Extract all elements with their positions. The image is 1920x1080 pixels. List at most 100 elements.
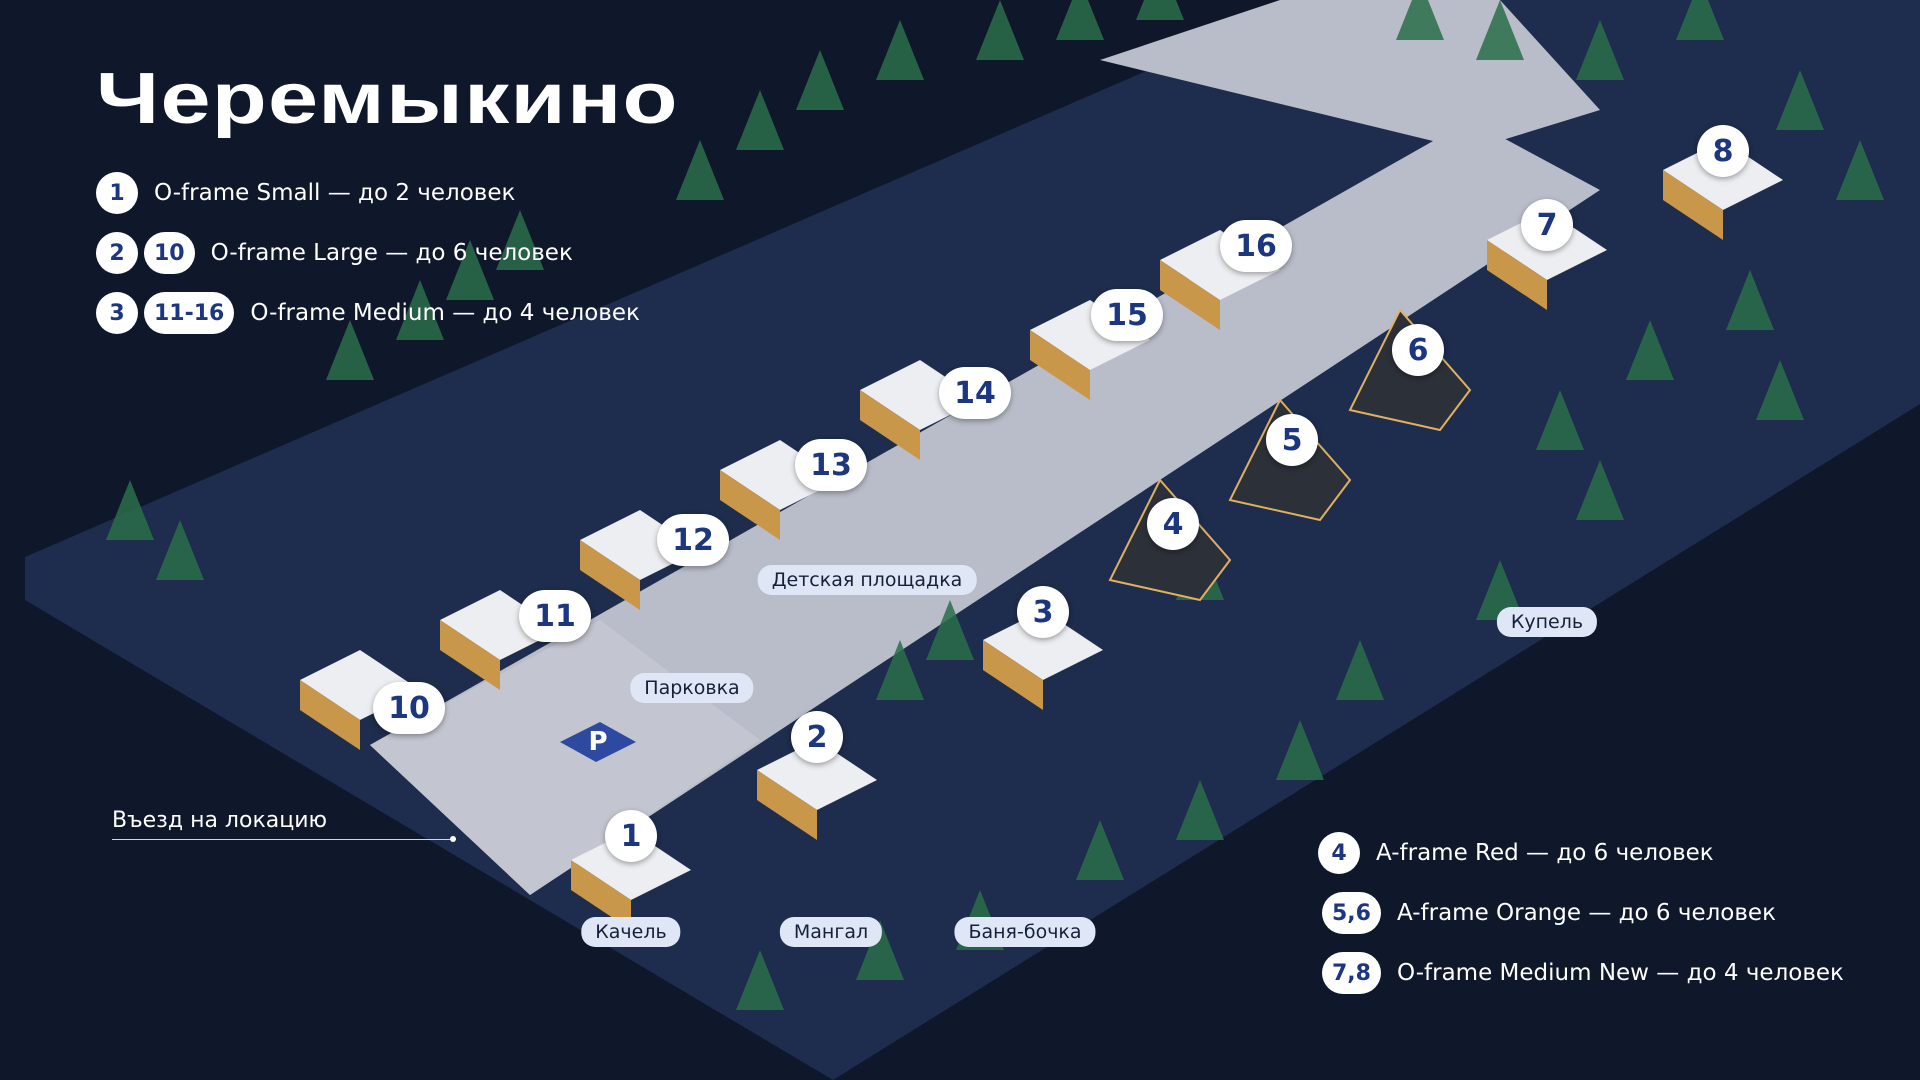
- tree-icon: [1056, 0, 1104, 40]
- house-marker-12[interactable]: 12: [657, 514, 729, 566]
- label-parking: Парковка: [630, 673, 754, 703]
- legend-badge: 5,6: [1322, 892, 1381, 934]
- house-marker-6[interactable]: 6: [1392, 324, 1444, 376]
- parking-sign: [560, 722, 636, 762]
- house-wall: [757, 770, 817, 840]
- legend-item: 4 A-frame Red — до 6 человек: [1318, 832, 1714, 874]
- legend-text: O-frame Large — до 6 человек: [210, 240, 573, 266]
- legend-badge: 2: [96, 232, 138, 274]
- house-marker-8[interactable]: 8: [1697, 125, 1749, 177]
- tree-icon: [326, 320, 374, 380]
- house-wall: [860, 390, 920, 460]
- tree-icon: [1576, 20, 1624, 80]
- house-marker-3[interactable]: 3: [1017, 586, 1069, 638]
- label-kupel: Купель: [1496, 607, 1598, 637]
- o-frame-house: [571, 830, 691, 900]
- tree-icon: [1576, 460, 1624, 520]
- tree-icon: [1626, 320, 1674, 380]
- house-marker-13[interactable]: 13: [795, 439, 867, 491]
- entry-label: Въезд на локацию: [112, 808, 328, 833]
- legend-badge: 10: [144, 232, 195, 274]
- legend-text: A-frame Orange — до 6 человек: [1396, 900, 1776, 926]
- o-frame-house: [983, 610, 1103, 680]
- top-plaza: [1100, 0, 1600, 150]
- tree-icon: [736, 90, 784, 150]
- legend-item: 5,6 A-frame Orange — до 6 человек: [1322, 892, 1776, 934]
- entry-line: [112, 839, 453, 840]
- label-playground: Детская площадка: [757, 565, 977, 595]
- legend-text: O-frame Small — до 2 человек: [154, 180, 516, 206]
- o-frame-house: [440, 590, 560, 660]
- tree-icon: [1676, 0, 1724, 40]
- house-marker-11[interactable]: 11: [519, 590, 591, 642]
- parking-icon: P: [588, 727, 607, 757]
- tree-icon: [976, 0, 1024, 60]
- house-marker-15[interactable]: 15: [1091, 289, 1163, 341]
- legend-item: 2 10 O-frame Large — до 6 человек: [96, 232, 573, 274]
- page-title: Черемыкино: [96, 59, 679, 139]
- house-wall: [440, 620, 500, 690]
- house-marker-1[interactable]: 1: [605, 810, 657, 862]
- house-wall: [1160, 260, 1220, 330]
- house-marker-10[interactable]: 10: [373, 682, 445, 734]
- legend-badge: 1: [96, 172, 138, 214]
- tree-icon: [106, 480, 154, 540]
- legend-item: 1 O-frame Small — до 2 человек: [96, 172, 515, 214]
- house-wall: [571, 860, 631, 930]
- house-marker-5[interactable]: 5: [1266, 414, 1318, 466]
- house-marker-2[interactable]: 2: [791, 711, 843, 763]
- legend-badge: 7,8: [1322, 952, 1381, 994]
- house-wall: [1663, 170, 1723, 240]
- tree-icon: [1836, 140, 1884, 200]
- legend-item: 3 11-16 O-frame Medium — до 4 человек: [96, 292, 640, 334]
- tree-icon: [876, 640, 924, 700]
- tree-icon: [796, 50, 844, 110]
- legend-badge: 11-16: [144, 292, 235, 334]
- tree-icon: [1076, 820, 1124, 880]
- o-frame-house: [1160, 230, 1280, 300]
- tree-icon: [1726, 270, 1774, 330]
- house-wall: [983, 640, 1043, 710]
- tree-icon: [446, 240, 494, 300]
- tree-icon: [156, 520, 204, 580]
- house-marker-16[interactable]: 16: [1220, 220, 1292, 272]
- tree-icon: [1396, 0, 1444, 40]
- house-wall: [720, 470, 780, 540]
- tree-icon: [676, 140, 724, 200]
- house-wall: [580, 540, 640, 610]
- tree-icon: [1776, 70, 1824, 130]
- house-marker-4[interactable]: 4: [1147, 498, 1199, 550]
- tree-icon: [736, 950, 784, 1010]
- o-frame-house: [1030, 300, 1150, 370]
- house-wall: [300, 680, 360, 750]
- legend-badge: 4: [1318, 832, 1360, 874]
- entry-point: [450, 836, 456, 842]
- label-banya: Баня-бочка: [954, 917, 1096, 947]
- tree-icon: [1476, 560, 1524, 620]
- tree-icon: [1336, 640, 1384, 700]
- label-grill: Мангал: [779, 917, 883, 947]
- tree-icon: [1536, 390, 1584, 450]
- o-frame-house: [720, 440, 840, 510]
- house-marker-7[interactable]: 7: [1521, 199, 1573, 251]
- house-wall: [1030, 330, 1090, 400]
- tree-icon: [396, 280, 444, 340]
- house-wall: [1487, 240, 1547, 310]
- tree-icon: [1136, 0, 1184, 20]
- legend-text: O-frame Medium — до 4 человек: [250, 300, 640, 326]
- tree-icon: [876, 20, 924, 80]
- tree-icon: [1476, 0, 1524, 60]
- tree-icon: [856, 920, 904, 980]
- tree-icon: [496, 210, 544, 270]
- legend-text: O-frame Medium New — до 4 человек: [1396, 960, 1844, 986]
- house-marker-14[interactable]: 14: [939, 367, 1011, 419]
- tree-icon: [1756, 360, 1804, 420]
- tree-icon: [1176, 780, 1224, 840]
- label-swing: Качель: [581, 917, 681, 947]
- tree-icon: [1276, 720, 1324, 780]
- legend-badge: 3: [96, 292, 138, 334]
- tree-icon: [926, 600, 974, 660]
- legend-item: 7,8 O-frame Medium New — до 4 человек: [1322, 952, 1844, 994]
- legend-text: A-frame Red — до 6 человек: [1376, 840, 1714, 866]
- o-frame-house: [757, 740, 877, 810]
